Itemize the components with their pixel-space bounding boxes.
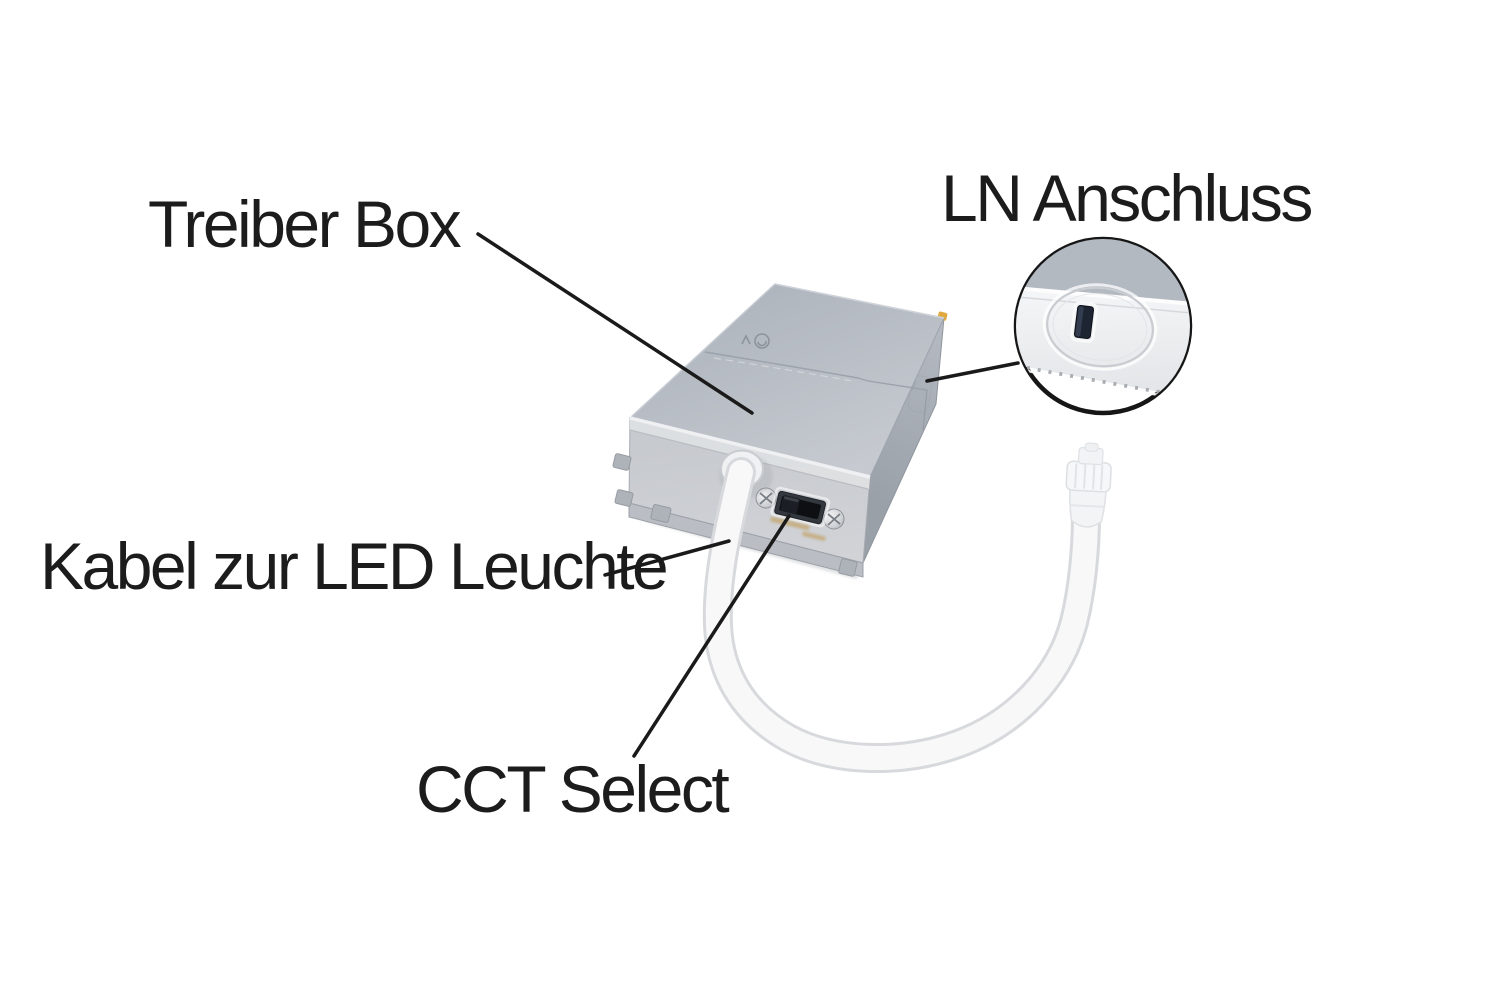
lens-edge-highlight — [1016, 286, 1190, 306]
label-ln-anschluss: LN Anschluss — [941, 161, 1313, 235]
leader-treiber-box — [476, 232, 754, 415]
certification-mark-icon — [741, 333, 770, 349]
box-top-face — [628, 283, 945, 478]
connector-nut — [1065, 460, 1112, 493]
label-treiber-box: Treiber Box — [148, 187, 462, 261]
lid-seam — [704, 351, 928, 431]
magnifier-contents — [1016, 239, 1190, 404]
leader-lines — [476, 232, 1020, 758]
cct-switch — [770, 486, 831, 528]
screw-right — [823, 508, 845, 530]
lens-serration — [1016, 364, 1190, 401]
lens-edge-groove — [1016, 296, 1190, 314]
ln-detail-magnifier — [1013, 236, 1193, 416]
connector-nut-ribs — [1074, 463, 1104, 490]
lens-serration-light — [1016, 367, 1190, 404]
label-kabel-zur-led-leuchte: Kabel zur LED Leuchte — [40, 529, 669, 603]
box-shadow — [644, 514, 859, 580]
lens-top-face — [1016, 239, 1190, 305]
side-knockout-outline — [890, 346, 933, 413]
box-back-edge — [774, 283, 945, 319]
box-left-edge — [629, 283, 776, 419]
box-right-face — [862, 317, 945, 564]
ln-connector-slot — [1070, 301, 1098, 343]
wire-nub — [937, 311, 948, 321]
screw-left — [755, 487, 777, 509]
lid-front-shadow-line — [629, 429, 869, 490]
cct-marking-print — [770, 516, 826, 541]
magnifier-ring — [1013, 236, 1193, 416]
cable-grommet — [719, 449, 773, 498]
switch-knob — [780, 495, 800, 514]
leader-ln-anschluss — [925, 361, 1020, 383]
lid-front-highlight — [629, 416, 871, 479]
label-cct-select: CCT Select — [416, 752, 730, 826]
cable-connector — [1065, 442, 1112, 528]
connector-neck — [1077, 447, 1104, 466]
lid-front-band — [630, 418, 870, 489]
lens-edge-band — [1016, 289, 1190, 399]
output-cable — [702, 457, 1101, 774]
knockout-oval — [1042, 283, 1158, 371]
connector-tip — [1084, 442, 1099, 452]
